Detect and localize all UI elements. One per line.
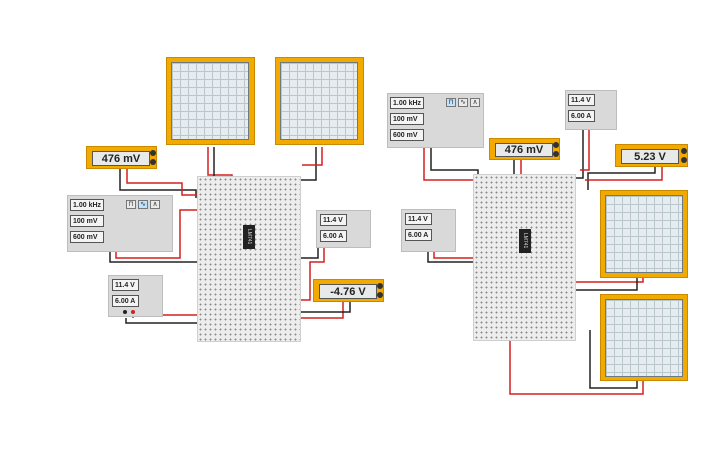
oscilloscope-screen <box>280 62 358 140</box>
voltage-field[interactable]: 11.4 V <box>320 214 347 226</box>
voltmeter-left-bottom[interactable]: -4.76 V <box>313 279 384 302</box>
oscilloscope-right-2[interactable] <box>600 294 688 381</box>
wire <box>296 248 325 301</box>
power-supply-left-right[interactable]: 11.4 V 6.00 A <box>316 210 371 248</box>
op-amp-chip[interactable]: LM741 <box>519 229 531 253</box>
wire <box>109 252 198 263</box>
wire <box>574 130 584 190</box>
current-field[interactable]: 6.00 A <box>405 229 432 241</box>
power-supply-left-bottom[interactable]: 11.4 V 6.00 A <box>108 275 163 317</box>
oscilloscope-left-2[interactable] <box>275 57 364 145</box>
oscilloscope-left-1[interactable] <box>166 57 255 145</box>
oscilloscope-screen <box>605 299 683 377</box>
oscilloscope-screen <box>171 62 249 140</box>
wire <box>119 168 197 198</box>
breadboard-left[interactable] <box>197 176 301 342</box>
wire <box>427 252 490 263</box>
wire <box>125 318 205 324</box>
voltage-field[interactable]: 11.4 V <box>568 94 595 106</box>
frequency-field[interactable]: 1.00 kHz <box>70 199 104 211</box>
ic-label: LM741 <box>246 229 252 245</box>
power-supply-right-top[interactable]: 11.4 V 6.00 A <box>565 90 617 130</box>
meter-knob[interactable] <box>150 159 156 165</box>
wire <box>585 166 663 181</box>
wire <box>115 209 210 259</box>
meter-knob[interactable] <box>681 148 687 154</box>
meter-knob[interactable] <box>377 292 383 298</box>
voltmeter-left-top[interactable]: 476 mV <box>86 146 157 169</box>
meter-display: 5.23 V <box>621 149 679 164</box>
oscilloscope-screen <box>605 195 683 273</box>
function-generator-left[interactable]: 1.00 kHz 100 mV 600 mV ⊓ ∿ ∧ <box>67 195 173 252</box>
meter-knob[interactable] <box>553 142 559 148</box>
offset-field[interactable]: 600 mV <box>70 231 104 243</box>
wire <box>299 147 317 190</box>
meter-display: 476 mV <box>495 143 553 157</box>
amplitude-field[interactable]: 100 mV <box>70 215 104 227</box>
function-generator-right[interactable]: 1.00 kHz 100 mV 600 mV ⊓ ∿ ∧ <box>387 93 484 148</box>
breadboard-right[interactable] <box>473 174 576 341</box>
current-field[interactable]: 6.00 A <box>568 110 595 122</box>
current-field[interactable]: 6.00 A <box>320 230 347 242</box>
voltage-field[interactable]: 11.4 V <box>405 213 432 225</box>
meter-display: -4.76 V <box>319 284 377 299</box>
wire <box>300 248 319 259</box>
voltmeter-right-top[interactable]: 476 mV <box>489 138 560 160</box>
negative-terminal-icon[interactable] <box>123 310 127 314</box>
meter-display: 476 mV <box>92 151 150 166</box>
frequency-field[interactable]: 1.00 kHz <box>390 97 424 109</box>
amplitude-field[interactable]: 100 mV <box>390 113 424 125</box>
triangle-wave-icon[interactable]: ∧ <box>150 200 160 209</box>
meter-knob[interactable] <box>150 150 156 156</box>
sine-wave-icon[interactable]: ∿ <box>138 200 148 209</box>
meter-knob[interactable] <box>377 283 383 289</box>
wire <box>589 330 638 389</box>
power-supply-right-left[interactable]: 11.4 V 6.00 A <box>401 209 456 252</box>
square-wave-icon[interactable]: ⊓ <box>446 98 456 107</box>
square-wave-icon[interactable]: ⊓ <box>126 200 136 209</box>
wire <box>290 300 351 313</box>
offset-field[interactable]: 600 mV <box>390 129 424 141</box>
triangle-wave-icon[interactable]: ∧ <box>470 98 480 107</box>
positive-terminal-icon[interactable] <box>131 310 135 314</box>
wire <box>302 147 323 166</box>
op-amp-chip[interactable]: LM741 <box>243 225 255 249</box>
voltage-field[interactable]: 11.4 V <box>112 279 139 291</box>
voltmeter-right[interactable]: 5.23 V <box>615 144 688 167</box>
sine-wave-icon[interactable]: ∿ <box>458 98 468 107</box>
meter-knob[interactable] <box>553 151 559 157</box>
wire <box>126 168 205 196</box>
wire <box>587 166 656 190</box>
ic-label: LM741 <box>522 233 528 249</box>
oscilloscope-right-1[interactable] <box>600 190 688 278</box>
meter-knob[interactable] <box>681 157 687 163</box>
wire <box>580 130 590 171</box>
current-field[interactable]: 6.00 A <box>112 295 139 307</box>
wire <box>430 146 479 188</box>
